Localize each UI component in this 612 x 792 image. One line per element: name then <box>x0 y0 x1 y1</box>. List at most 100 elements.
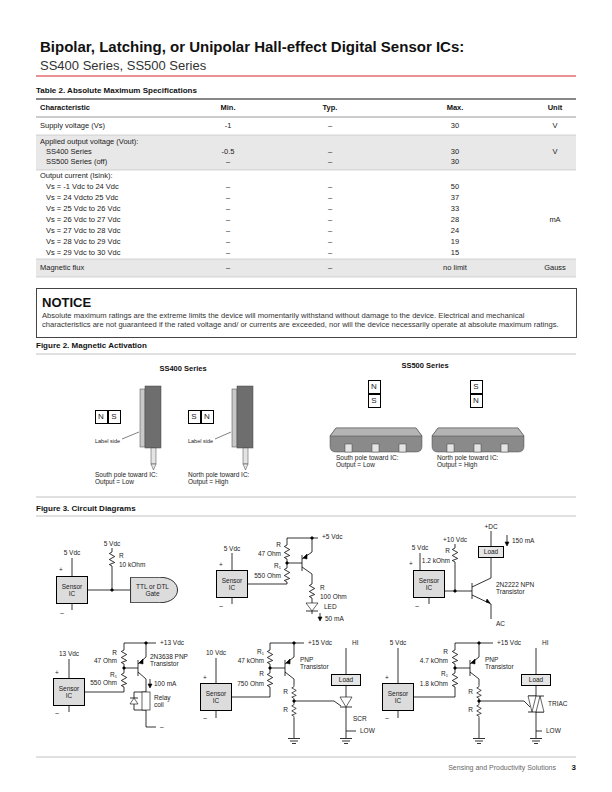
label-text: mA <box>549 216 560 224</box>
component-symbol <box>454 590 457 593</box>
component-symbol <box>142 692 150 710</box>
node-text: Sensor IC <box>59 583 85 597</box>
ss400-sensor <box>140 389 145 447</box>
label-text: 2N3638 PNP Transistor <box>150 653 190 668</box>
magnet-pole: S <box>108 410 121 424</box>
label-text: 13 Vdc <box>59 650 79 657</box>
label-text: SS500 Series <box>401 362 448 370</box>
section-rule <box>36 497 576 498</box>
node-text: Sensor IC <box>385 690 411 704</box>
label-text: Figure 2. Magnetic Activation <box>36 342 147 351</box>
label-text: 100 mA <box>154 680 176 687</box>
label-text: +DC <box>484 523 497 530</box>
label-text: SS500 Series (off) <box>46 158 107 166</box>
ss400-sensor <box>151 448 156 464</box>
label-text: R <box>445 547 450 554</box>
label-text: 47 Ohm <box>258 550 281 557</box>
label-text: + <box>55 669 59 676</box>
label-text: 4.7 kOhm <box>420 657 448 664</box>
label-text: – <box>415 602 419 609</box>
ss500-sensor <box>330 428 422 452</box>
table-grid <box>36 117 576 118</box>
ground-symbol <box>288 739 300 744</box>
magnet-pole: N <box>368 380 381 394</box>
label-text: 10 Vdc <box>206 649 226 656</box>
ss400-sensor <box>237 386 253 448</box>
section-rule <box>36 516 576 517</box>
label-text: R <box>112 649 117 656</box>
table-grid <box>36 99 576 100</box>
label-text: V <box>552 148 557 156</box>
component-symbol <box>306 603 318 611</box>
label-text: 47 kOhm <box>238 657 264 664</box>
label-text: 1.2 kOhm <box>422 557 450 564</box>
resistor-symbol <box>267 671 272 689</box>
label-text: – <box>226 194 230 202</box>
label-text: – <box>226 227 230 235</box>
resistor-symbol <box>109 550 114 568</box>
component-symbol <box>148 684 152 688</box>
label-text: Label side <box>95 438 120 444</box>
label-text: PNP Transistor <box>485 656 519 671</box>
node-text: Sensor IC <box>416 577 442 591</box>
label-text: – <box>328 194 332 202</box>
component-symbol <box>111 537 544 712</box>
component-symbol <box>311 537 314 540</box>
label-text: Table 2. Absolute Maximum Specifications <box>36 87 197 96</box>
label-text: AC <box>496 620 505 627</box>
sensor-ic-box: Sensor IC <box>413 570 445 598</box>
label-text: North pole toward IC: Output = High <box>188 471 266 486</box>
label-text: – <box>226 183 230 191</box>
label-text: + <box>219 561 223 568</box>
component-symbol <box>286 659 290 664</box>
label-text: 1.8 kOhm <box>420 680 448 687</box>
label-text: – <box>328 205 332 213</box>
label-text: R₁ <box>274 562 281 569</box>
label-text: 19 <box>451 238 459 246</box>
label-text: – <box>328 148 332 156</box>
label-text: Vs = 26 Vdc to 27 Vdc <box>46 216 120 224</box>
header-rule <box>36 76 576 77</box>
load-box: Load <box>521 674 551 686</box>
label-text: – <box>226 264 230 272</box>
label-text: R <box>320 584 325 591</box>
label-text: 3 <box>572 764 576 773</box>
table-grid <box>36 259 576 260</box>
node-text: TTL or DTL Gate <box>133 583 172 597</box>
ss500-sensor <box>399 444 406 452</box>
magnet-pole: N <box>470 394 483 408</box>
label-text: Magnetic flux <box>40 264 84 272</box>
ground-symbol <box>473 739 485 744</box>
label-text: 24 <box>451 227 459 235</box>
label-text: – <box>226 216 230 224</box>
node-text: Sensor IC <box>219 577 245 591</box>
magnet-pole: N <box>201 410 214 424</box>
section-rule <box>36 354 576 355</box>
ss500-sensor <box>330 428 422 436</box>
node-text: Load <box>484 548 498 555</box>
resistor-symbol <box>284 566 289 584</box>
label-text: PNP Transistor <box>300 656 334 671</box>
label-text: V <box>552 122 557 130</box>
load-box: Load <box>478 546 504 558</box>
component-symbol <box>123 667 126 670</box>
node-text: Load <box>339 676 353 683</box>
label-text: 28 <box>451 216 459 224</box>
label-text: +5 Vdc <box>322 533 342 540</box>
label-text: Figure 3. Circuit Diagrams <box>36 505 136 514</box>
label-text: – <box>203 714 207 721</box>
ss400-sensor <box>151 464 156 470</box>
magnet-pole: S <box>188 410 201 424</box>
label-text: 5 Vdc <box>104 540 121 547</box>
label-text: R <box>259 670 264 677</box>
label-text: – <box>328 216 332 224</box>
label-text: LOW <box>360 727 375 734</box>
header-rule <box>36 76 576 77</box>
label-text: – <box>226 249 230 257</box>
label-text: Vs = 28 Vdc to 29 Vdc <box>46 238 120 246</box>
label-text: Sensing and Productivity Solutions <box>448 764 556 772</box>
magnet-pole: S <box>470 380 483 394</box>
load-box: Load <box>331 674 361 686</box>
component-symbol <box>478 700 481 703</box>
label-text: Applied output voltage (Vout): <box>40 138 138 146</box>
